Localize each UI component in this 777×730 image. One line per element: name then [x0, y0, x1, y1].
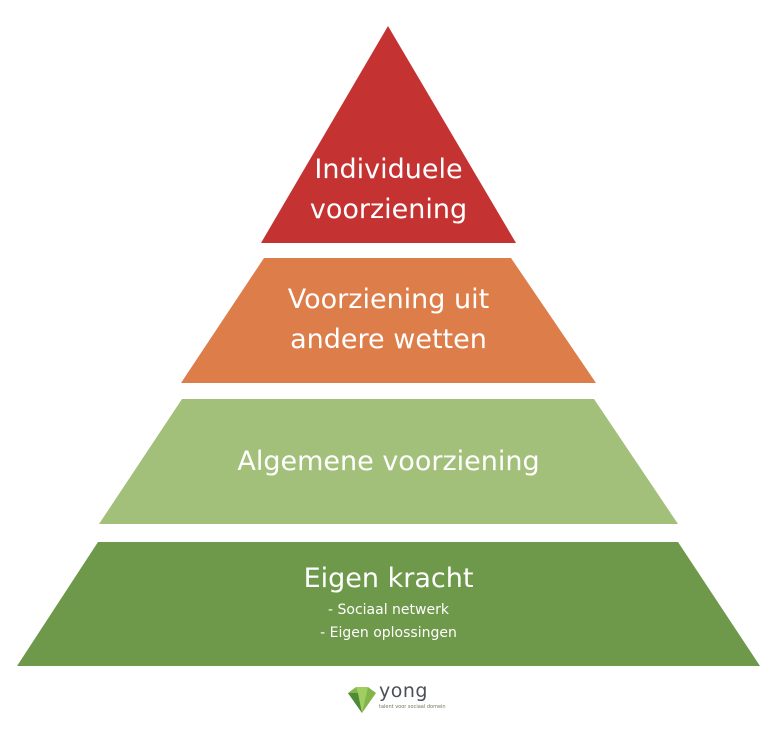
tier-title-line: Eigen kracht: [303, 563, 474, 594]
tier-label-algemene-voorziening: Algemene voorziening: [0, 442, 777, 482]
tier-label-eigen-kracht: Eigen kracht - Sociaal netwerk - Eigen o…: [0, 559, 777, 645]
tier-title-line: Voorziening uit: [287, 284, 490, 315]
tier-shape-algemene-voorziening: [99, 399, 678, 524]
yong-logo: yong talent voor sociaal domein: [346, 680, 446, 719]
tier-shape-voorziening-uit-andere-wetten: [181, 258, 596, 383]
tier-title-line: Algemene voorziening: [237, 446, 540, 477]
tier-title-line: andere wetten: [290, 324, 487, 355]
tier-subtitle-line: - Eigen oplossingen: [320, 625, 457, 641]
tier-title-line: voorziening: [309, 194, 468, 225]
tier-label-voorziening-uit-andere-wetten: Voorziening uit andere wetten: [0, 280, 777, 360]
tier-label-individuele-voorziening: Individuele voorziening: [0, 150, 777, 230]
logo-wordmark: yong: [379, 680, 428, 702]
logo-tagline: talent voor sociaal domein: [379, 704, 446, 710]
tier-shape-eigen-kracht: [17, 542, 760, 666]
tier-subtitle-line: - Sociaal netwerk: [328, 602, 449, 618]
tier-title-line: Individuele: [314, 154, 463, 185]
tier-shape-individuele-voorziening: [261, 26, 516, 243]
diamond-icon: [348, 687, 376, 713]
